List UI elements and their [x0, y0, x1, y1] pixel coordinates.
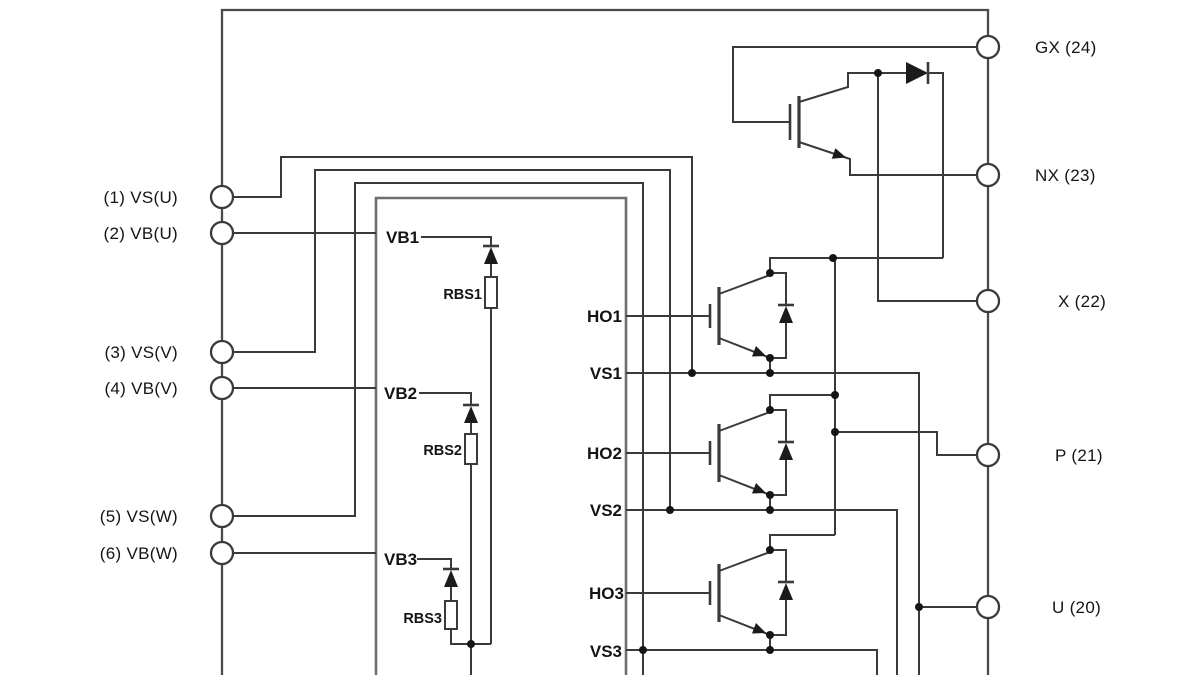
pin-3-vs-v [209, 339, 235, 365]
ho2-label: HO2 [587, 444, 622, 463]
high-side-igbt-v [624, 393, 837, 516]
junction-dot [666, 506, 674, 514]
pin-label: NX (23) [1035, 166, 1096, 185]
vb2-wire [419, 392, 472, 405]
junction-dot [688, 369, 696, 377]
pin-label: (3) VS(V) [104, 343, 178, 362]
x-pin-wire [877, 73, 977, 302]
high-side-igbt-u [624, 256, 837, 379]
p-pin-wire [835, 431, 977, 456]
pin-terminals [209, 34, 1001, 620]
rbs1-label: RBS1 [443, 287, 482, 303]
left-pin-wires [234, 156, 693, 675]
resistor-rbs2 [464, 433, 478, 465]
pin-21-p [975, 442, 1001, 468]
brake-diode [906, 62, 928, 84]
vb3-wire [417, 558, 452, 569]
vs-output-lines [626, 369, 977, 675]
vs2-line [626, 509, 898, 675]
vb3-label: VB3 [384, 550, 417, 569]
nx-emitter-wire [798, 141, 977, 176]
wire-vs-u [234, 156, 693, 373]
junction-dot [874, 69, 882, 77]
p-bus [829, 254, 977, 535]
pin-label: (6) VB(W) [100, 544, 178, 563]
bootstrap-diode-3 [444, 570, 458, 587]
vs3-line [626, 649, 878, 675]
package-outline [220, 8, 990, 675]
junction-dot [831, 391, 839, 399]
pin-label: U (20) [1052, 598, 1101, 617]
junction-dot [639, 646, 647, 654]
bootstrap-chain-2 [419, 392, 479, 675]
vs1-label: VS1 [590, 364, 622, 383]
pin-4-vb-v [209, 375, 235, 401]
junction-dot [915, 603, 923, 611]
resistor-rbs3 [444, 600, 458, 630]
rbs2-label: RBS2 [423, 443, 462, 459]
pin-6-vb-w [209, 540, 235, 566]
junction-dot [829, 254, 837, 262]
vs2-label: VS2 [590, 501, 622, 520]
wire-vs-v [234, 169, 671, 510]
junction-dot [831, 428, 839, 436]
ic-labels: VB1 RBS1 VB2 RBS2 VB3 RBS3 HO1 VS1 HO2 V… [384, 228, 624, 661]
pin-20-u [975, 594, 1001, 620]
vs3-label: VS3 [590, 642, 622, 661]
pin-label: GX (24) [1035, 38, 1097, 57]
rbs3-label: RBS3 [403, 611, 442, 627]
pin-label: X (22) [1058, 292, 1106, 311]
ho1-label: HO1 [587, 307, 622, 326]
pin-label: (5) VS(W) [100, 507, 178, 526]
pin-2-vb-u [209, 220, 235, 246]
pin-23-nx [975, 162, 1001, 188]
junction-dot [467, 640, 475, 648]
pin-label: (4) VB(V) [104, 379, 178, 398]
brake-collector-wire [798, 72, 906, 103]
brake-diode-to-p [928, 72, 944, 258]
brake-igbt-circuit [732, 46, 977, 302]
emitter-arrow [831, 148, 846, 159]
high-side-igbt-w [624, 533, 837, 656]
wire [450, 629, 491, 645]
pin-22-x [975, 288, 1001, 314]
bootstrap-chain-1 [421, 236, 499, 644]
driver-ic-outline [374, 196, 628, 675]
pin-5-vs-w [209, 503, 235, 529]
bootstrap-diode-2 [464, 406, 478, 423]
pin-label: P (21) [1055, 446, 1103, 465]
vb2-label: VB2 [384, 384, 417, 403]
bootstrap-diode-1 [484, 247, 498, 264]
vb1-wire [421, 236, 492, 246]
gx-gate-loop [732, 46, 977, 123]
pin-label: (1) VS(U) [104, 188, 178, 207]
vs1-line [626, 372, 920, 675]
pin-label: (2) VB(U) [104, 224, 178, 243]
pin-24-gx [975, 34, 1001, 60]
wire-vs-w [234, 182, 644, 675]
vb1-label: VB1 [386, 228, 419, 247]
right-pin-labels: GX (24) NX (23) X (22) P (21) U (20) [1035, 38, 1106, 617]
bootstrap-chain-3 [417, 558, 491, 648]
left-pin-labels: (1) VS(U) (2) VB(U) (3) VS(V) (4) VB(V) … [100, 188, 178, 563]
ho3-label: HO3 [589, 584, 624, 603]
pin-1-vs-u [209, 184, 235, 210]
resistor-rbs1 [484, 276, 498, 309]
